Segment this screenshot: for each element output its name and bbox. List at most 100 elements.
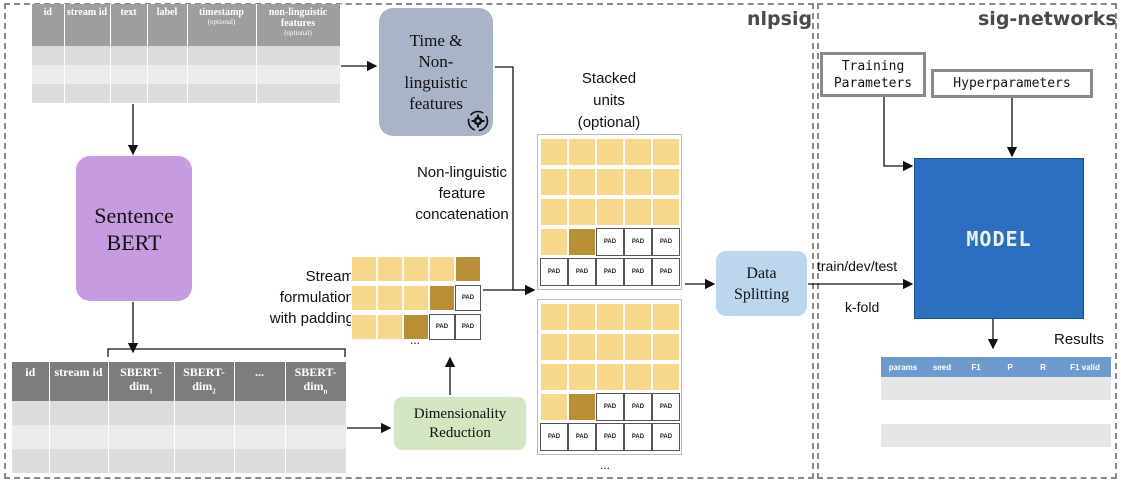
time-features-line1: Time & [409, 31, 463, 50]
table-row [12, 401, 347, 426]
unit-cell [568, 363, 596, 391]
table-row [12, 425, 347, 450]
pad-cell: PAD [596, 258, 624, 286]
header-f1-valid: F1 valid [1059, 357, 1111, 377]
pad-cell: PAD [455, 285, 481, 311]
training-parameters-line1: Training [841, 58, 905, 74]
header-id: id [32, 4, 65, 46]
sig-networks-region [817, 3, 1117, 479]
unit-cell [568, 138, 596, 166]
unit-cell [624, 303, 652, 331]
pad-cell: PAD [429, 314, 455, 340]
header-params: params [881, 357, 925, 377]
model-box: MODEL [914, 158, 1084, 319]
time-features-line2: Non- [418, 52, 454, 71]
last-unit-cell [568, 228, 596, 256]
dim-reduction-line1: Dimensionality [413, 405, 507, 422]
header-sbert-dim-1: SBERT-dim1 [108, 362, 175, 402]
unit-cell [351, 285, 377, 311]
unit-cell [596, 363, 624, 391]
data-splitting-box: Data Splitting [716, 251, 807, 316]
last-unit-cell [455, 256, 481, 282]
header-seed: seed [925, 357, 959, 377]
data-splitting-line1: Data [746, 264, 777, 282]
results-table: params seed F1 P R F1 valid [881, 357, 1112, 447]
sentence-bert-line2: BERT [106, 229, 162, 255]
unit-cell [540, 333, 568, 361]
pad-cell: PAD [624, 258, 652, 286]
unit-cell [652, 168, 680, 196]
unit-cell [624, 168, 652, 196]
unit-cell [351, 256, 377, 282]
sentence-bert-line1: Sentence [94, 202, 174, 228]
stack-ellipsis: ... [600, 458, 611, 472]
time-features-box: Time & Non- linguistic features [379, 8, 493, 136]
dim-reduction-box: Dimensionality Reduction [394, 397, 526, 450]
pad-cell: PAD [568, 423, 596, 451]
last-unit-cell [403, 314, 429, 340]
unit-cell [403, 256, 429, 282]
unit-cell [652, 138, 680, 166]
unit-cell [596, 168, 624, 196]
nlpsig-label: nlpsig [747, 8, 813, 30]
unit-cell [652, 363, 680, 391]
header-sbert-dim-2: SBERT-dim2 [174, 362, 235, 402]
pad-cell: PAD [624, 393, 652, 421]
nonling-concat-label: Non-linguistic feature concatenation [415, 164, 509, 223]
unit-cell [540, 198, 568, 226]
sbert-table: id stream id SBERT-dim1 SBERT-dim2 ... S… [12, 362, 347, 474]
pad-cell: PAD [596, 393, 624, 421]
pad-cell: PAD [455, 314, 481, 340]
time-features-line3: linguistic [404, 73, 468, 92]
unit-cell [624, 198, 652, 226]
unit-cell [540, 303, 568, 331]
header-text: text [110, 4, 148, 46]
header-id: id [12, 362, 50, 402]
pad-cell: PAD [624, 228, 652, 256]
header-stream-id: stream id [64, 4, 111, 46]
pad-cell: PAD [596, 423, 624, 451]
unit-cell [540, 228, 568, 256]
table-row [32, 65, 341, 84]
pad-cell: PAD [568, 258, 596, 286]
unit-cell [652, 303, 680, 331]
hyperparameters-label: Hyperparameters [953, 76, 1071, 91]
header-timestamp: timestamp(optional) [187, 4, 257, 46]
unit-cell [624, 363, 652, 391]
header-r: R [1027, 357, 1059, 377]
unit-cell [596, 198, 624, 226]
training-parameters-line2: Parameters [833, 75, 913, 91]
unit-cell [596, 138, 624, 166]
unit-cell [624, 138, 652, 166]
unit-cell [540, 168, 568, 196]
header-non-linguistic-features: non-linguistic features(optional) [256, 4, 341, 46]
pad-cell: PAD [540, 423, 568, 451]
gear-icon [467, 110, 489, 132]
unit-cell [351, 314, 377, 340]
results-label: Results [1054, 331, 1105, 348]
unit-cell [596, 303, 624, 331]
table-row [32, 84, 341, 103]
unit-cell [624, 333, 652, 361]
unit-cell [540, 393, 568, 421]
unit-cell [568, 168, 596, 196]
last-unit-cell [429, 285, 455, 311]
header-p: P [993, 357, 1027, 377]
table-row [881, 400, 1112, 424]
pad-cell: PAD [652, 393, 680, 421]
header-stream-id: stream id [49, 362, 109, 402]
unit-cell [652, 333, 680, 361]
sig-networks-label: sig-networks [978, 8, 1117, 30]
header-sbert-dim-n: SBERT-dimn [285, 362, 347, 402]
unit-cell [652, 198, 680, 226]
pad-cell: PAD [540, 258, 568, 286]
header-label: label [147, 4, 188, 46]
kfold-label: k-fold [845, 299, 880, 315]
train-dev-test-label: train/dev/test [817, 258, 898, 274]
last-unit-cell [568, 393, 596, 421]
data-splitting-line2: Splitting [733, 285, 790, 303]
